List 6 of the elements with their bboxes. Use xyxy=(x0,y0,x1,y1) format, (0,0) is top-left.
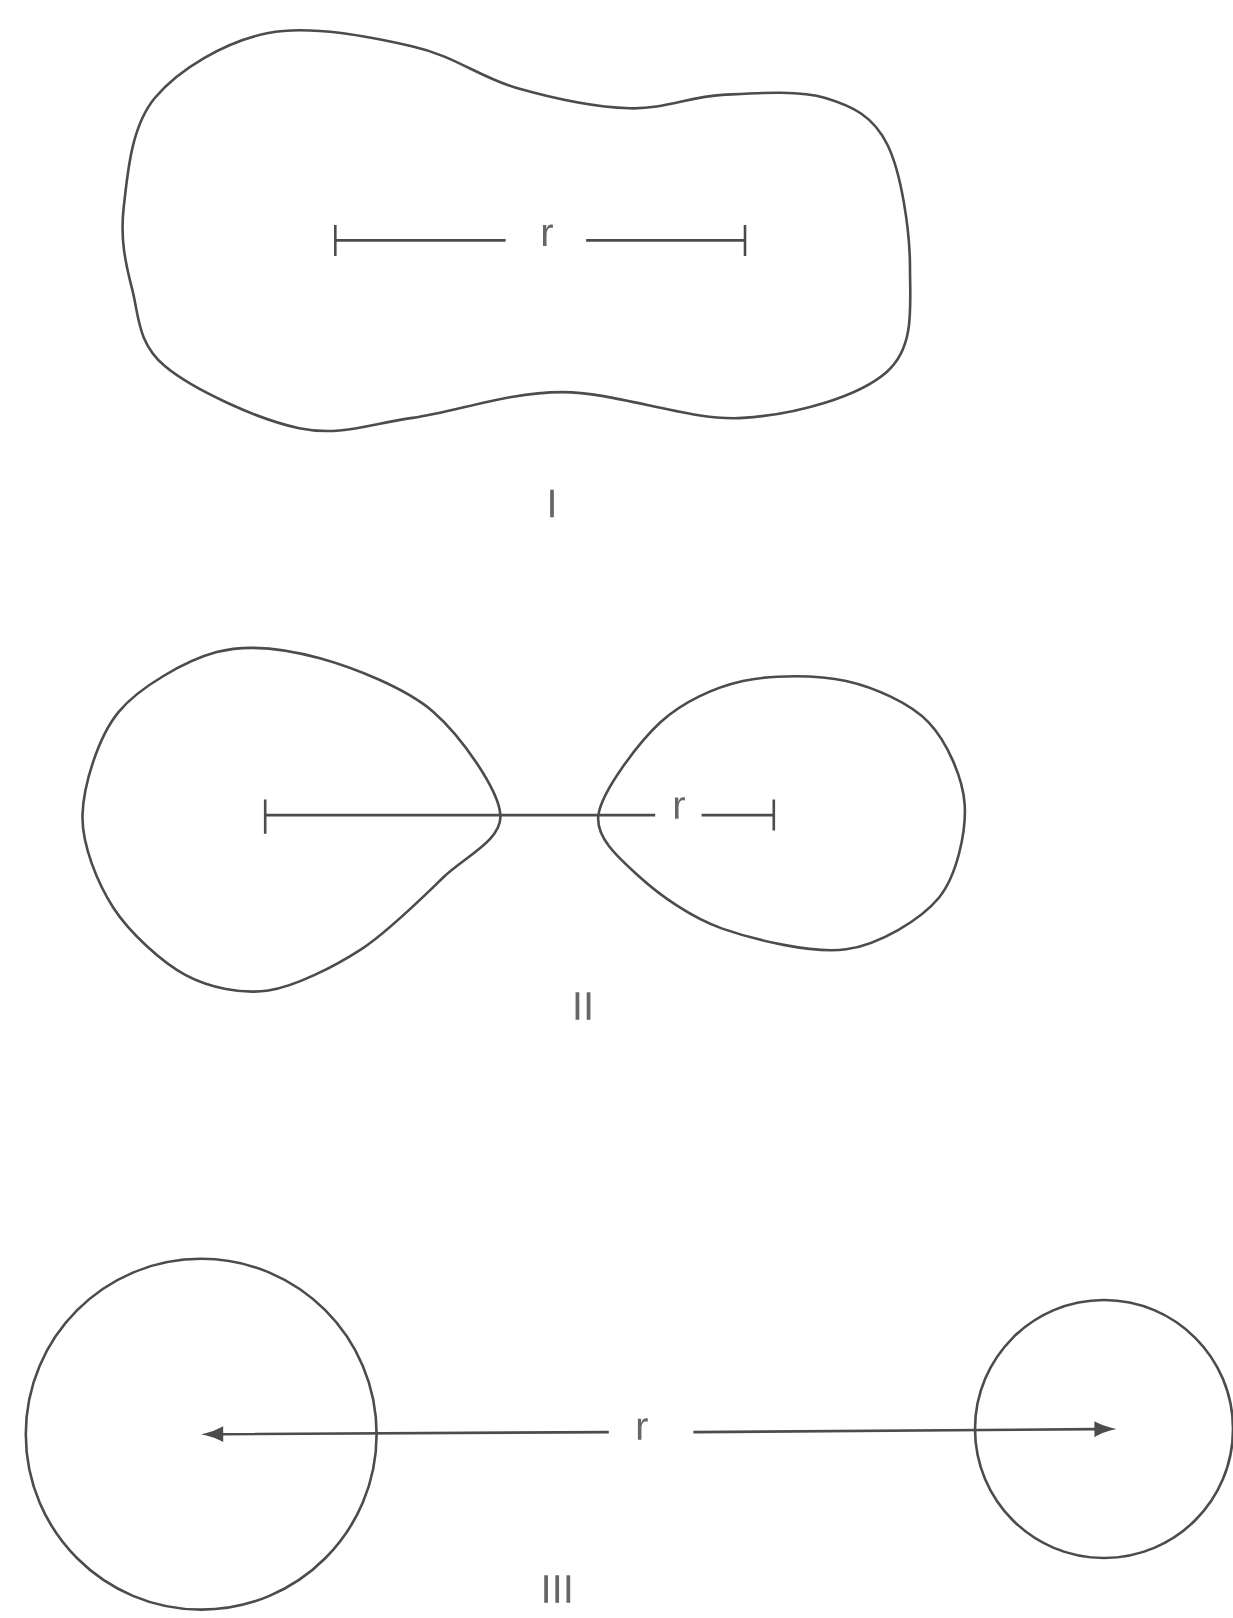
dimension-label: r xyxy=(637,1418,648,1440)
dimension-label: r xyxy=(674,797,685,819)
figure-number: II xyxy=(575,992,591,1020)
figure-number: III xyxy=(544,1575,571,1603)
figure-number: I xyxy=(550,489,554,518)
dimension-label: r xyxy=(542,224,553,247)
